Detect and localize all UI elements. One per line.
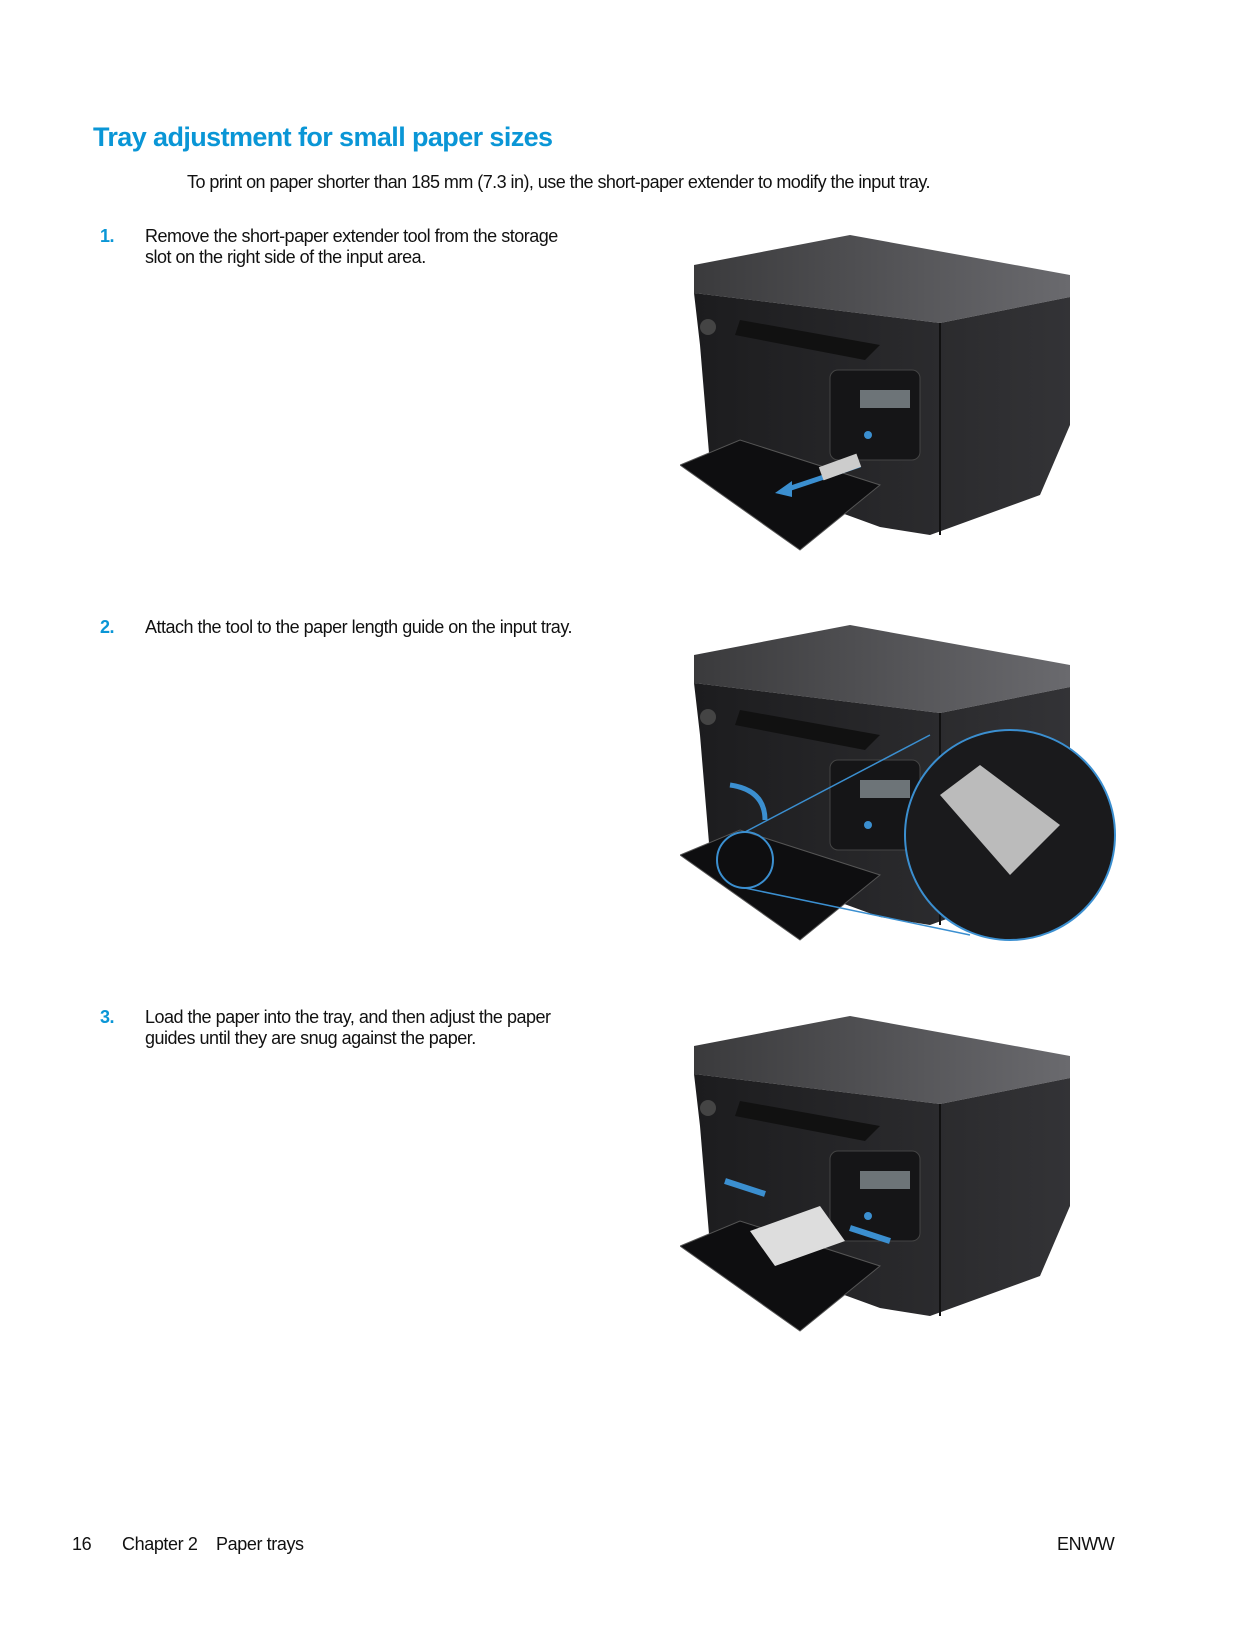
step-text: Attach the tool to the paper length guid… [145, 617, 573, 637]
locale-label: ENWW [1057, 1534, 1115, 1554]
guide-arrow-left [724, 1178, 766, 1197]
page-number: 16 [72, 1534, 92, 1554]
step-number: 2. [100, 617, 115, 637]
scanner-lid [694, 1016, 1070, 1104]
step-number: 1. [100, 226, 115, 246]
input-tray [678, 1220, 882, 1332]
printer-drawing [678, 625, 1116, 941]
hp-logo [700, 1100, 716, 1116]
scanner-lid [694, 625, 1070, 713]
intro-paragraph: To print on paper shorter than 185 mm (7… [187, 172, 931, 192]
output-tray [735, 320, 880, 360]
step-number: 3. [100, 1007, 115, 1027]
paper-sheet [750, 1206, 845, 1266]
input-tray [678, 439, 882, 551]
lcd-display [860, 390, 910, 408]
printer-drawing [678, 235, 1070, 551]
step-text: Load the paper into the tray, and then a… [145, 1007, 551, 1048]
hp-logo [700, 319, 716, 335]
printer-illustration-attach-tool [678, 625, 1120, 975]
step-text: Remove the short-paper extender tool fro… [145, 226, 558, 267]
input-tray [678, 829, 882, 941]
printer-illustration-remove-tool [678, 235, 1120, 585]
control-panel [829, 369, 921, 461]
guide-arrow-right [849, 1225, 891, 1244]
printer-illustration-load-paper [678, 1016, 1120, 1366]
section-label: Paper trays [216, 1534, 304, 1554]
printer-drawing [678, 1016, 1070, 1332]
page-title: Tray adjustment for small paper sizes [93, 122, 553, 152]
hp-logo [700, 709, 716, 725]
output-tray [735, 710, 880, 750]
lcd-display [860, 1171, 910, 1189]
attach-arrow [729, 782, 768, 821]
scanner-lid [694, 235, 1070, 323]
output-tray [735, 1101, 880, 1141]
chapter-label: Chapter 2 [122, 1534, 198, 1554]
control-panel [829, 1150, 921, 1242]
lcd-display [860, 780, 910, 798]
